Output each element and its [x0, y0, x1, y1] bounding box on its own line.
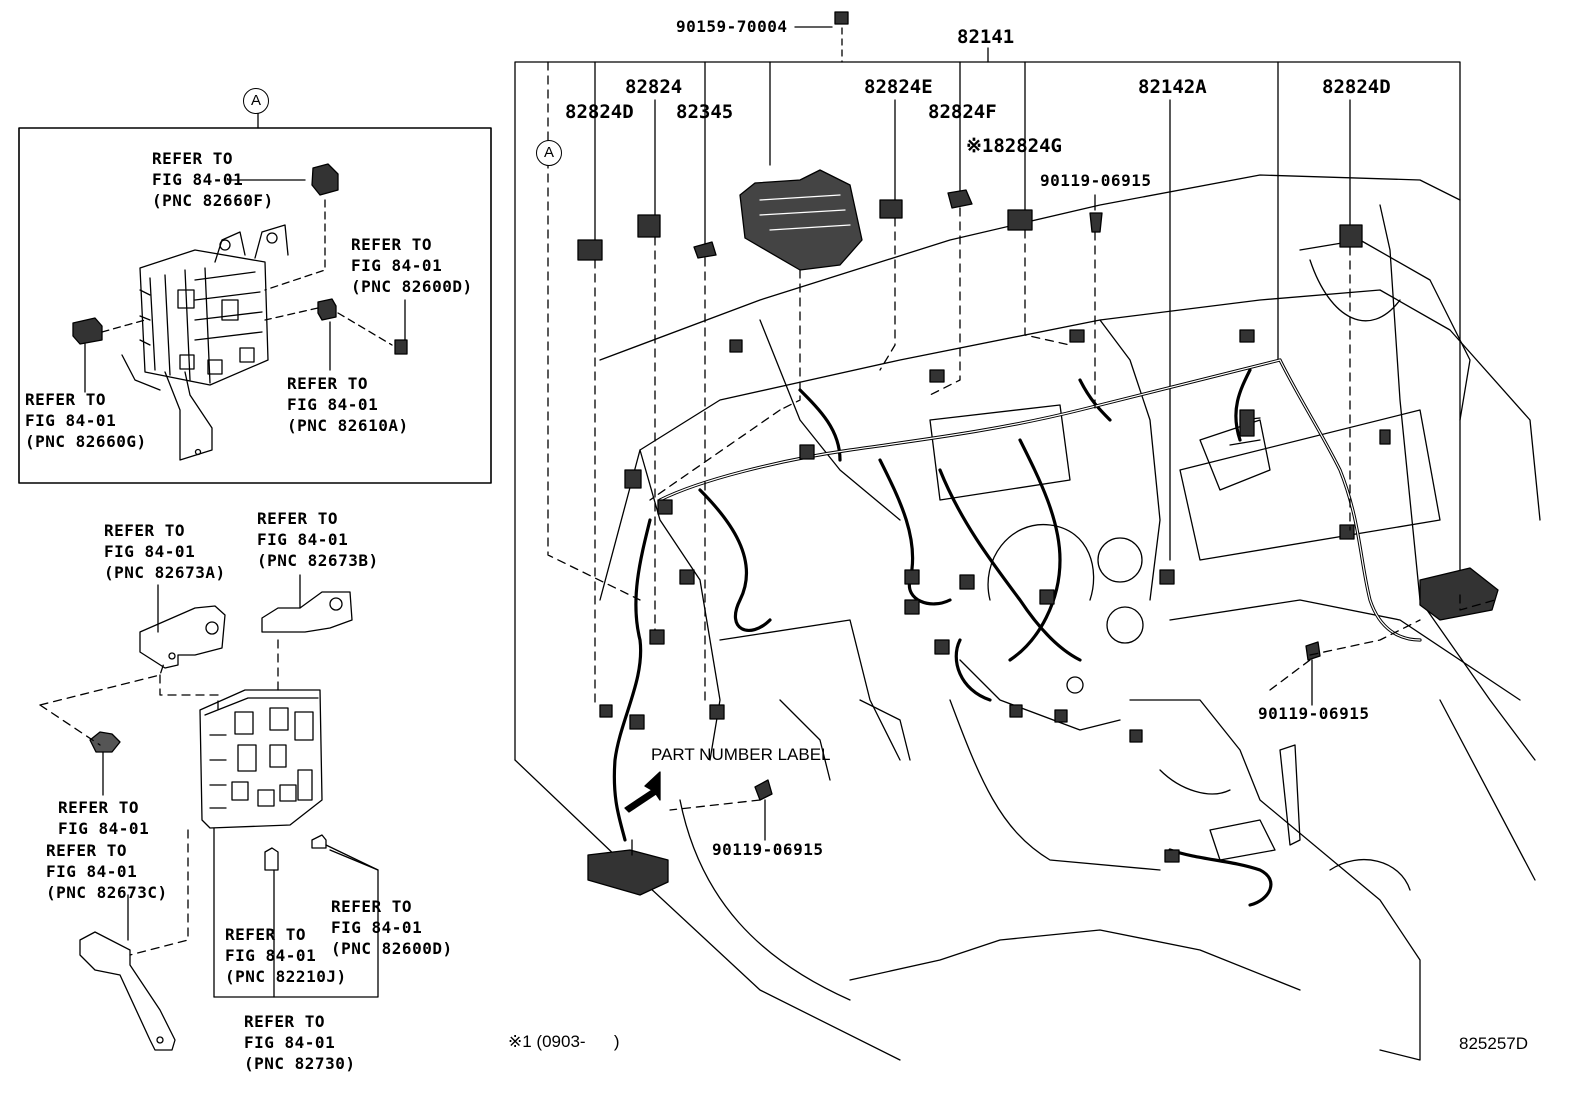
ref-82600d-lower: REFER TO FIG 84-01 (PNC 82600D)	[331, 897, 453, 958]
ref-82673c: REFER TO FIG 84-01 (PNC 82673C)	[46, 841, 168, 902]
main-solid-leaders	[764, 26, 1313, 841]
pn-82142a: 82142A	[1138, 76, 1207, 98]
top-parts	[577, 11, 1499, 896]
callout-a-inset: A	[243, 88, 269, 114]
pn-90119-06915-right: 90119-06915	[1258, 704, 1370, 723]
inset-leaders	[84, 179, 406, 393]
pn-82824d-left: 82824D	[565, 101, 634, 123]
inset-ref-82660g: REFER TO FIG 84-01 (PNC 82660G)	[25, 390, 147, 451]
part-label-arrow	[624, 771, 661, 813]
ref-clip: REFER TO FIG 84-01	[58, 798, 150, 838]
pn-90119-06915-bottom: 90119-06915	[712, 840, 824, 859]
figure-id: 825257D	[1459, 1034, 1529, 1053]
pn-82824: 82824	[625, 76, 683, 98]
inset-ref-82610a: REFER TO FIG 84-01 (PNC 82610A)	[287, 374, 409, 435]
inset-a-frame	[18, 112, 492, 484]
pn-90159-70004: 90159-70004	[676, 17, 788, 36]
lower-dashed-leaders	[39, 639, 279, 956]
pn-82345: 82345	[676, 101, 734, 123]
ref-82673b: REFER TO FIG 84-01 (PNC 82673B)	[257, 509, 379, 570]
ref-82673a: REFER TO FIG 84-01 (PNC 82673A)	[104, 521, 226, 582]
pn-82824g: ※182824G	[966, 135, 1062, 157]
part-number-label-text: PART NUMBER LABEL	[651, 745, 831, 764]
ref-82730: REFER TO FIG 84-01 (PNC 82730)	[244, 1012, 356, 1073]
main-dashed-leaders	[594, 207, 1496, 811]
inset-ref-82600d: REFER TO FIG 84-01 (PNC 82600D)	[351, 235, 473, 296]
pn-82824f: 82824F	[928, 101, 997, 123]
pn-82141: 82141	[957, 26, 1015, 48]
main-harness-frame	[514, 27, 1461, 861]
junction-block-drawing	[199, 689, 379, 998]
pn-82824d-right: 82824D	[1322, 76, 1391, 98]
dashboard-outline	[599, 174, 1541, 1061]
ref-82210j: REFER TO FIG 84-01 (PNC 82210J)	[225, 925, 347, 986]
inset-ref-82660f: REFER TO FIG 84-01 (PNC 82660F)	[152, 149, 274, 210]
footnote: ※1 (0903- )	[508, 1032, 620, 1051]
wire-harness-inner	[659, 359, 1421, 641]
brackets-drawing	[79, 591, 353, 1051]
inset-relay-block-drawing	[121, 224, 289, 461]
lower-solid-leaders	[102, 574, 379, 998]
pn-82824e: 82824E	[864, 76, 933, 98]
callout-a-main: A	[536, 140, 562, 166]
pn-90119-06915-top: 90119-06915	[1040, 171, 1152, 190]
inset-connectors	[72, 163, 408, 355]
harness-connectors	[599, 329, 1391, 863]
